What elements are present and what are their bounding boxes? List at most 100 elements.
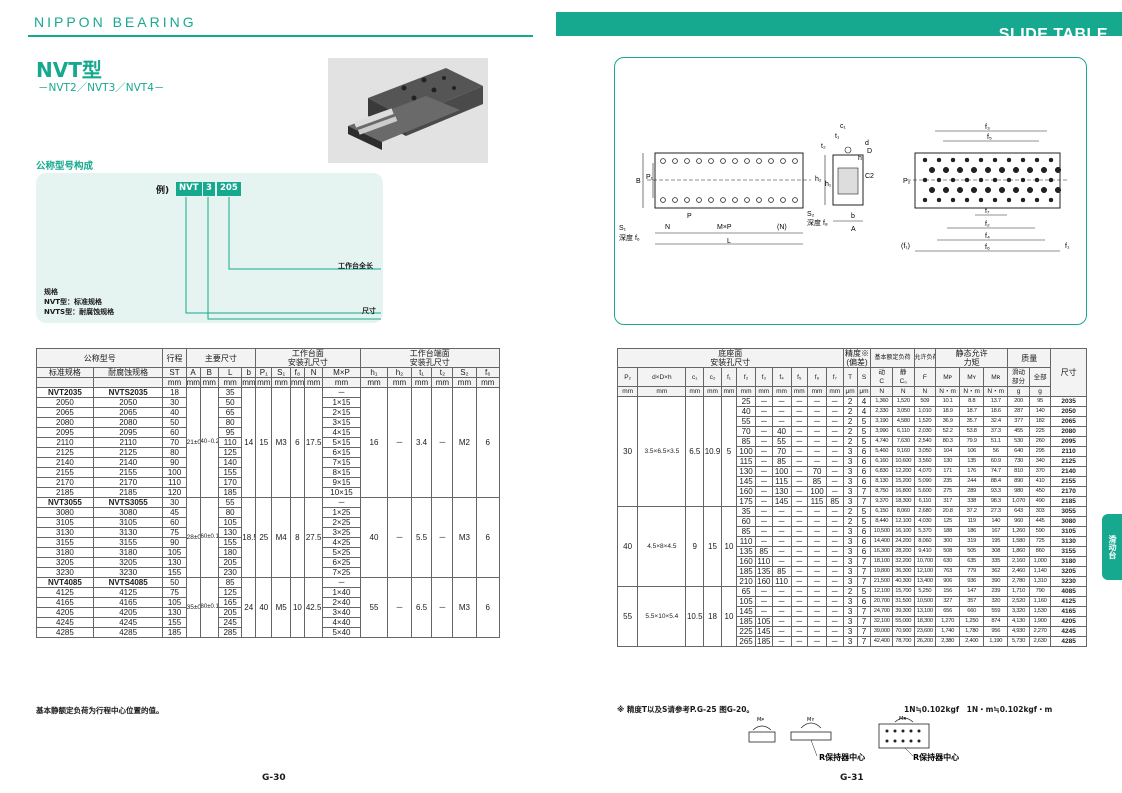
col-header: t₁ bbox=[410, 367, 433, 378]
value-cell: 185 bbox=[736, 566, 757, 577]
dim-h1: 16 bbox=[359, 387, 389, 498]
label-c1: c₁ bbox=[840, 123, 847, 130]
label-S2: S₂ bbox=[807, 211, 815, 218]
unit-cell bbox=[36, 377, 94, 388]
side-view: c₁ t₁ t₂ d D h h₁ h₂ C2 S₂ 深度 f₈ b A bbox=[807, 123, 874, 233]
value-cell: － bbox=[807, 606, 828, 617]
dim-t2: － bbox=[431, 577, 454, 638]
unit-cell: mm bbox=[452, 377, 477, 388]
size-code: 3230 bbox=[1050, 576, 1087, 587]
value-cell: 319 bbox=[959, 536, 985, 547]
value-cell: － bbox=[755, 396, 773, 407]
model-corr: 3105 bbox=[92, 517, 164, 528]
col-header: f₇ bbox=[826, 367, 844, 387]
value-cell: － bbox=[755, 536, 773, 547]
value-cell: 185 bbox=[736, 616, 757, 627]
dim-h2: － bbox=[387, 577, 412, 638]
value-cell: 779 bbox=[959, 566, 985, 577]
value-cell: 55 bbox=[736, 416, 757, 427]
base-hole bbox=[1020, 157, 1026, 163]
col-header: f₃ bbox=[755, 367, 773, 387]
value-cell: 4,130 bbox=[1007, 616, 1030, 627]
dim-S1: M4 bbox=[271, 497, 291, 578]
value-cell: 36,300 bbox=[892, 566, 915, 577]
value-cell: 40,300 bbox=[892, 576, 915, 587]
side-tab: 滑动台 bbox=[1102, 514, 1122, 580]
mount-hole bbox=[732, 197, 738, 203]
value-cell: 12,100 bbox=[892, 516, 915, 527]
model-std: 3205 bbox=[36, 557, 94, 568]
model-corr: 3230 bbox=[92, 567, 164, 578]
dim-S1: M3 bbox=[271, 387, 291, 498]
value-cell: 51.1 bbox=[983, 436, 1009, 447]
label-C2: C2 bbox=[865, 173, 874, 180]
value-cell: 115 bbox=[807, 496, 828, 507]
dim-f6: 6 bbox=[475, 577, 501, 638]
dim-MxP: 2×40 bbox=[322, 597, 361, 608]
stroke: 100 bbox=[162, 467, 187, 478]
base-hole bbox=[1034, 157, 1040, 163]
base-hole bbox=[1048, 157, 1054, 163]
product-photo bbox=[328, 58, 488, 163]
value-cell: 18.9 bbox=[935, 406, 961, 417]
model-std: NVT2035 bbox=[36, 387, 94, 398]
value-cell: 105 bbox=[736, 596, 757, 607]
value-cell: 6 bbox=[856, 446, 872, 457]
value-cell: 1,270 bbox=[935, 616, 961, 627]
unit-cell: mm bbox=[359, 377, 389, 388]
top-view: B P₁ S₁ 深度 f₆ N P M×P (N) L bbox=[619, 152, 811, 245]
value-cell: 85 bbox=[736, 526, 757, 537]
value-cell: 357 bbox=[959, 596, 985, 607]
code-label-length: 工作台全长 bbox=[338, 262, 373, 270]
model-std: 4205 bbox=[36, 607, 94, 618]
label-h1: h₁ bbox=[825, 181, 832, 188]
col-header: f₁ bbox=[720, 367, 738, 387]
value-cell: 225 bbox=[736, 626, 757, 637]
value-cell: 1,860 bbox=[1007, 546, 1030, 557]
value-cell: 39,300 bbox=[892, 606, 915, 617]
value-cell: 7,630 bbox=[892, 436, 915, 447]
stroke: 80 bbox=[162, 447, 187, 458]
dim-h2: － bbox=[387, 387, 412, 498]
model-std: 4125 bbox=[36, 587, 94, 598]
value-cell: 55 bbox=[771, 436, 792, 447]
label-f3: f₃ bbox=[985, 124, 990, 131]
unit-cell: mm bbox=[303, 377, 324, 388]
model-corr: 4285 bbox=[92, 627, 164, 638]
value-cell: 18,300 bbox=[892, 496, 915, 507]
value-cell: 95 bbox=[1028, 396, 1052, 407]
value-cell: 9,370 bbox=[870, 496, 893, 507]
value-cell: － bbox=[790, 516, 809, 527]
value-cell: 39,000 bbox=[870, 626, 893, 637]
col-group-stroke: 行程 bbox=[162, 348, 187, 368]
value-cell: 9,410 bbox=[913, 546, 937, 557]
value-cell: 244 bbox=[959, 476, 985, 487]
dim-f1: 10 bbox=[720, 586, 738, 647]
code-series: NVT bbox=[176, 182, 202, 196]
unit-cell: g bbox=[1007, 386, 1030, 397]
value-cell: － bbox=[755, 436, 773, 447]
value-cell: 530 bbox=[1007, 436, 1030, 447]
model-corr: 2080 bbox=[92, 417, 164, 428]
mount-hole bbox=[780, 197, 786, 203]
mount-hole bbox=[780, 158, 786, 164]
stroke: 130 bbox=[162, 607, 187, 618]
model-std: 3130 bbox=[36, 527, 94, 538]
model-corr: 4205 bbox=[92, 607, 164, 618]
stroke: 30 bbox=[162, 497, 187, 508]
value-cell: 2,540 bbox=[913, 436, 937, 447]
base-hole bbox=[964, 197, 970, 203]
base-hole bbox=[936, 157, 942, 163]
unit-cell: mm bbox=[720, 386, 738, 397]
col-header: f₆ bbox=[475, 367, 501, 378]
dim-S2: M3 bbox=[452, 577, 477, 638]
value-cell: 5 bbox=[856, 436, 872, 447]
value-cell: － bbox=[807, 636, 828, 647]
label-P1: P₁ bbox=[646, 174, 654, 181]
value-cell: 85 bbox=[826, 496, 844, 507]
base-hole bbox=[950, 197, 956, 203]
